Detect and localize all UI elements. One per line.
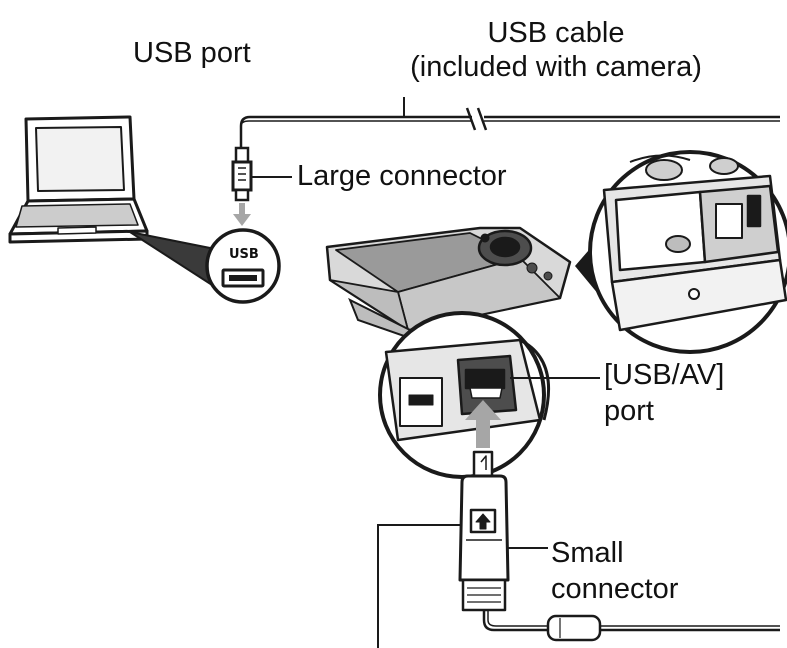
laptop-illustration xyxy=(10,117,147,242)
camera-port-magnifier xyxy=(350,300,549,477)
usb-port-label: USB port xyxy=(133,36,251,70)
usb-cable-label-line2: (included with camera) xyxy=(386,50,726,84)
laptop-callout-wedge xyxy=(130,232,212,285)
usb-port-magnifier xyxy=(207,230,279,302)
usb-cable-top xyxy=(241,97,780,148)
small-connector-label-line2: connector xyxy=(551,572,678,606)
large-connector xyxy=(233,148,292,200)
small-connector xyxy=(460,452,508,610)
insert-arrow-large xyxy=(233,203,251,226)
usb-cable-label-line1: USB cable xyxy=(386,16,726,50)
small-connector-label-line1: Small xyxy=(551,536,624,570)
camera-side-magnifier xyxy=(575,152,787,352)
usb-av-port-label-line1: [USB/AV] xyxy=(604,358,724,392)
usb-port-marking: USB xyxy=(229,248,259,262)
usb-av-port-label-line2: port xyxy=(604,394,654,428)
bracket-leader-line xyxy=(378,525,462,648)
usb-cable-bottom xyxy=(484,610,780,640)
large-connector-label: Large connector xyxy=(297,159,507,193)
